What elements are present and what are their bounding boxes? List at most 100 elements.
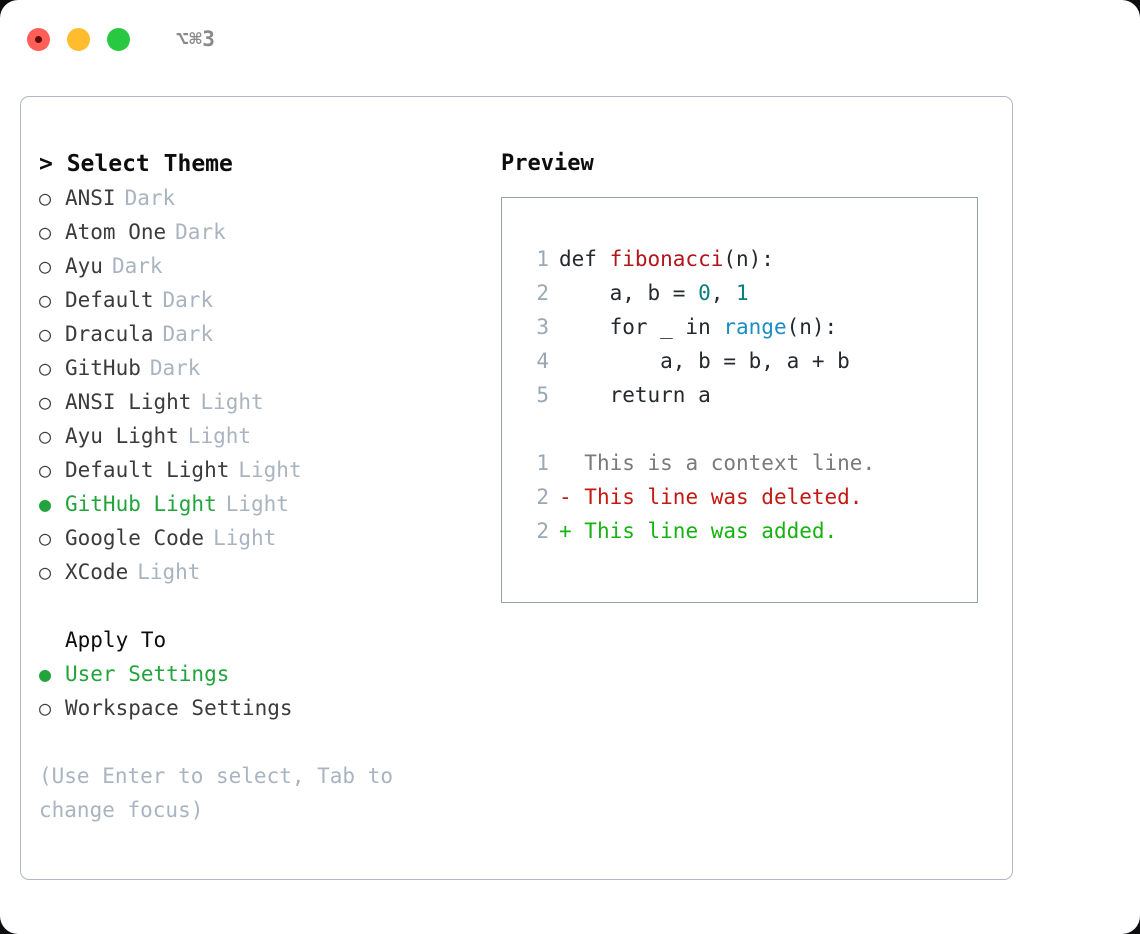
apply-to-heading: Apply To [65,628,167,652]
theme-variant-badge: Light [225,492,289,516]
preview-heading: Preview [501,151,594,176]
theme-option-github[interactable]: ○ GitHub Dark [39,351,491,385]
radio-unselected-icon: ○ [39,458,52,482]
code-token-builtin: range [723,315,787,339]
keyboard-hint-text: (Use Enter to select, Tab to change focu… [39,764,394,822]
apply-to-option-workspace-settings[interactable]: ○ Workspace Settings [39,691,491,725]
code-token-plain: (n): [723,247,774,271]
theme-option-dracula[interactable]: ○ Dracula Dark [39,317,491,351]
theme-option-label: Google Code [65,526,205,550]
theme-variant-badge: Dark [162,288,214,312]
radio-unselected-icon: ○ [39,526,52,550]
apply-to-option-label: User Settings [65,662,230,686]
radio-unselected-icon: ○ [39,356,52,380]
code-diff-spacer [523,412,977,446]
theme-variant-badge: Light [137,560,201,584]
record-dot-icon [35,35,42,43]
code-line-text: def fibonacci(n): [559,242,774,276]
code-token-plain: for _ in [559,315,724,339]
code-token-plain: def [559,247,610,271]
theme-variant-badge: Dark [162,322,214,346]
theme-variant-badge: Dark [149,356,201,380]
code-line-text: a, b = 0, 1 [559,276,749,310]
line-number: 1 [536,247,549,271]
code-token-num: 0 [698,281,711,305]
theme-option-atom-one[interactable]: ○ Atom One Dark [39,215,491,249]
code-line-text: for _ in range(n): [559,310,838,344]
apply-to-option-user-settings[interactable]: ● User Settings [39,657,491,691]
radio-unselected-icon: ○ [39,390,52,414]
code-line-text: return a [559,378,711,412]
code-token-num: 1 [736,281,749,305]
apply-to-option-label: Workspace Settings [65,696,293,720]
theme-variant-badge: Light [187,424,252,448]
window-controls [27,27,130,51]
theme-variant-badge: Dark [175,220,226,244]
theme-option-label: Ayu [65,254,103,278]
radio-unselected-icon: ○ [39,322,52,346]
code-line: 4 a, b = b, a + b [523,344,977,378]
titlebar: ⌥⌘3 [0,0,1140,78]
list-spacer [39,589,491,623]
theme-option-ayu-light[interactable]: ○ Ayu Light Light [39,419,491,453]
radio-unselected-icon: ○ [39,186,52,210]
code-line: 5 return a [523,378,977,412]
diff-line-text: This line was added. [584,519,838,543]
theme-option-ansi-light[interactable]: ○ ANSI Light Light [39,385,491,419]
code-token-plain: , [710,281,737,305]
line-number: 1 [536,451,549,475]
line-number: 2 [536,519,549,543]
radio-unselected-icon: ○ [39,696,52,720]
diff-line-add: 2+ This line was added. [523,514,977,548]
theme-option-label: Default [65,288,154,312]
line-number: 5 [536,383,549,407]
line-number: 4 [536,349,549,373]
apply-to-list: ● User Settings ○ Workspace Settings [39,657,491,725]
diff-line-text: This is a context line. [584,451,876,475]
line-number: 2 [536,485,549,509]
diff-line-del: 2- This line was deleted. [523,480,977,514]
minimize-button[interactable] [67,27,90,51]
code-line: 3 for _ in range(n): [523,310,977,344]
radio-unselected-icon: ○ [39,220,52,244]
radio-unselected-icon: ○ [39,254,52,278]
code-line-text: a, b = b, a + b [559,344,850,378]
theme-option-label: Atom One [65,220,167,244]
theme-option-label: ANSI Light [65,390,192,414]
code-token-plain: return a [559,383,711,407]
theme-option-label: Ayu Light [65,424,179,448]
radio-selected-icon: ● [39,492,52,516]
diff-marker: - [559,485,585,509]
maximize-button[interactable] [107,27,130,51]
line-number: 2 [536,281,549,305]
code-token-fn: fibonacci [609,247,724,271]
theme-variant-badge: Light [200,390,264,414]
code-token-plain: a, b = [559,281,699,305]
theme-option-label: Dracula [65,322,154,346]
close-button[interactable] [27,27,50,51]
code-token-plain: (n): [786,315,838,339]
diff-line-context: 1 This is a context line. [523,446,977,480]
theme-variant-badge: Light [238,458,302,482]
radio-unselected-icon: ○ [39,424,52,448]
diff-line-text: This line was deleted. [584,485,863,509]
theme-option-label: ANSI [65,186,116,210]
diff-marker [559,446,584,480]
radio-selected-icon: ● [39,662,52,686]
code-line: 1 def fibonacci(n): [523,242,977,276]
theme-option-label: GitHub [65,356,141,380]
keyboard-shortcut-label: ⌥⌘3 [176,27,216,51]
